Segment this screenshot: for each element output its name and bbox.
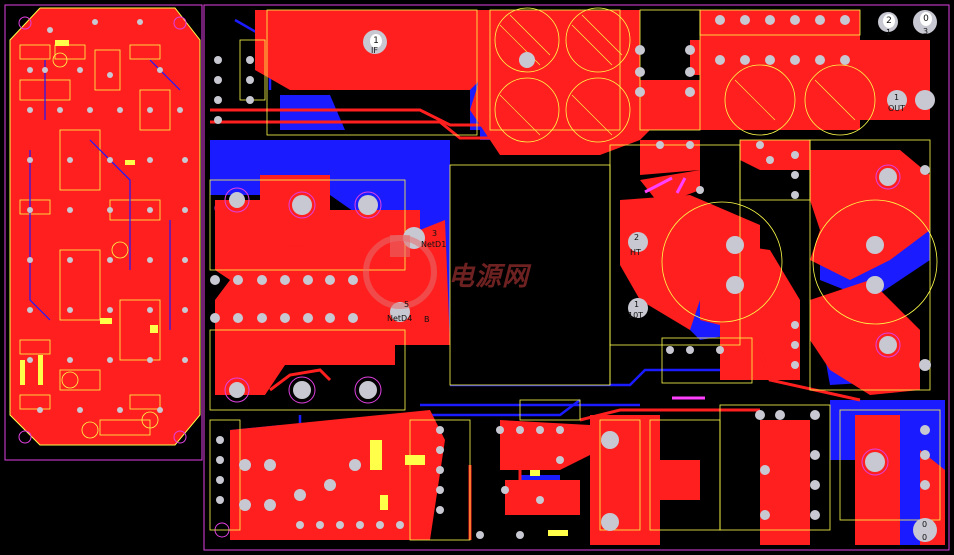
pin-label: 0 (922, 533, 928, 542)
small-pads (210, 15, 931, 539)
pin-label: 2 (883, 14, 895, 28)
tag-out: OUT (888, 104, 906, 113)
mounting-holes (224, 164, 901, 476)
keepout-marks (644, 176, 705, 400)
electrolytic-capacitors (494, 7, 938, 325)
tag-10t: 10T (628, 311, 644, 320)
large-pads (229, 10, 937, 542)
pin-label: 0 (922, 520, 928, 529)
pin-label: 2 (634, 233, 640, 242)
pin-label: 1 (370, 34, 382, 48)
pin-label: 0 (920, 12, 932, 26)
control-board (4, 4, 203, 461)
tag-ht: HT (630, 248, 641, 257)
pin-label: 5 (404, 300, 410, 309)
pin-label: 3 (432, 229, 438, 238)
tag-b: B (424, 315, 430, 324)
pin-label: 3 (923, 27, 929, 36)
net-label-d1: NetD1 (421, 240, 447, 249)
transformer-footprint (450, 165, 610, 385)
tag-if: IF (371, 46, 378, 55)
pin-label: 1 (634, 300, 640, 309)
silkscreen-fills (370, 440, 568, 536)
net-label-d4: NetD4 (387, 314, 413, 323)
watermark: 电源网 (448, 262, 530, 292)
pin-label: 1 (886, 28, 892, 37)
pin-label: 1 (894, 93, 900, 102)
